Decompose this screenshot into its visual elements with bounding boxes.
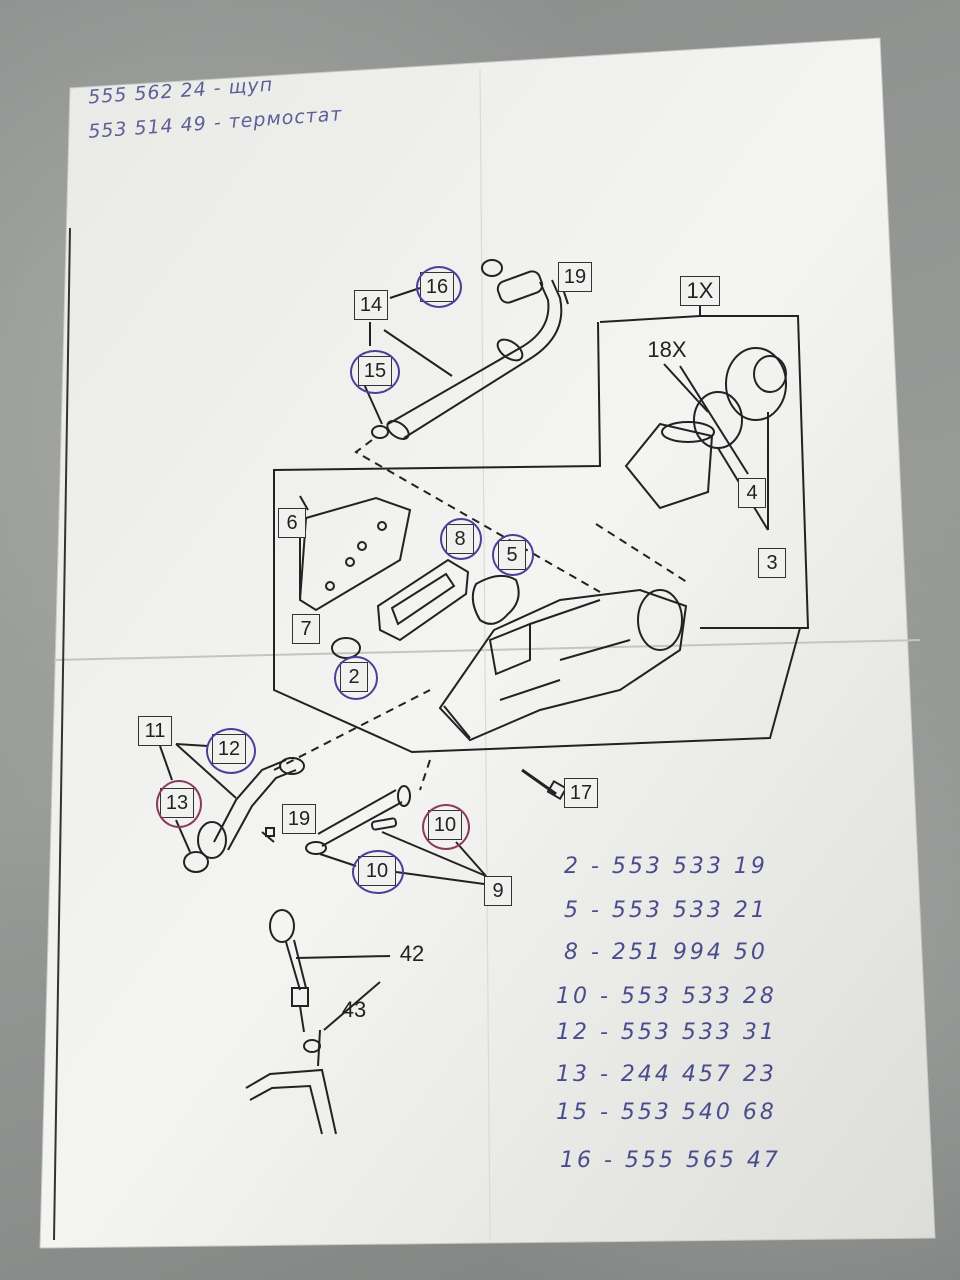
- pen-circle-12: [206, 728, 256, 774]
- part-number-line: 8 - 251 994 50: [564, 940, 768, 965]
- label-42: 42: [399, 941, 425, 966]
- pen-circle-13: [156, 780, 202, 828]
- part-number-line: 15 - 553 540 68: [556, 1100, 777, 1125]
- label-6: 6: [278, 508, 306, 538]
- part-number-line: 2 - 553 533 19: [564, 854, 768, 879]
- pen-circle-15: [350, 350, 400, 394]
- pen-circle-10-right: [422, 804, 470, 850]
- pen-circle-10-left: [352, 850, 404, 894]
- label-9: 9: [484, 876, 512, 906]
- label-19-bottom: 19: [282, 804, 316, 834]
- pen-circle-8: [440, 518, 482, 560]
- pen-circle-16: [416, 266, 462, 308]
- part-number-line: 16 - 555 565 47: [560, 1148, 781, 1173]
- label-14: 14: [354, 290, 388, 320]
- label-7: 7: [292, 614, 320, 644]
- part-number-line: 12 - 553 533 31: [556, 1020, 777, 1045]
- label-43: 43: [341, 997, 367, 1022]
- pen-circle-2: [334, 656, 378, 700]
- part-number-line: 13 - 244 457 23: [556, 1062, 777, 1087]
- label-4: 4: [738, 478, 766, 508]
- label-19-top: 19: [558, 262, 592, 292]
- label-3: 3: [758, 548, 786, 578]
- part-number-line: 5 - 553 533 21: [564, 898, 768, 923]
- label-11: 11: [138, 716, 172, 746]
- label-1x: 1X: [680, 276, 720, 306]
- part-number-line: 10 - 553 533 28: [556, 984, 777, 1009]
- pen-circle-5: [492, 534, 534, 576]
- label-18x: 18X: [647, 337, 687, 362]
- label-17: 17: [564, 778, 598, 808]
